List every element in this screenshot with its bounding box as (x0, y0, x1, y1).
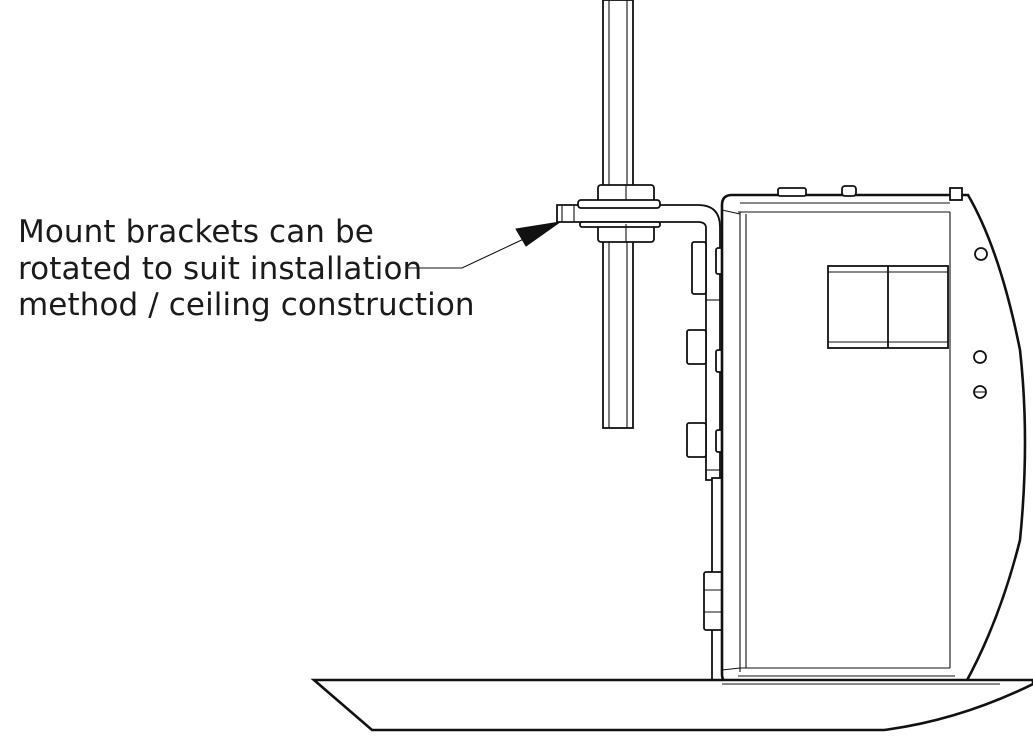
enclosure (720, 185, 1027, 686)
annotation-callout: Mount brackets can be rotated to suit in… (18, 214, 478, 324)
annotation-line-2: rotated to suit installation (18, 250, 423, 287)
mounting-holes (973, 247, 988, 399)
ceiling-plate (310, 678, 1033, 732)
annotation-line-3: method / ceiling construction (18, 287, 475, 323)
mount-bracket (556, 204, 721, 481)
arrowhead-icon (515, 221, 561, 247)
vent-window (827, 265, 949, 349)
leader-line (408, 221, 561, 269)
washer (577, 199, 661, 209)
annotation-line-1: Mount brackets can be (18, 214, 374, 250)
lower-nut (579, 221, 661, 243)
